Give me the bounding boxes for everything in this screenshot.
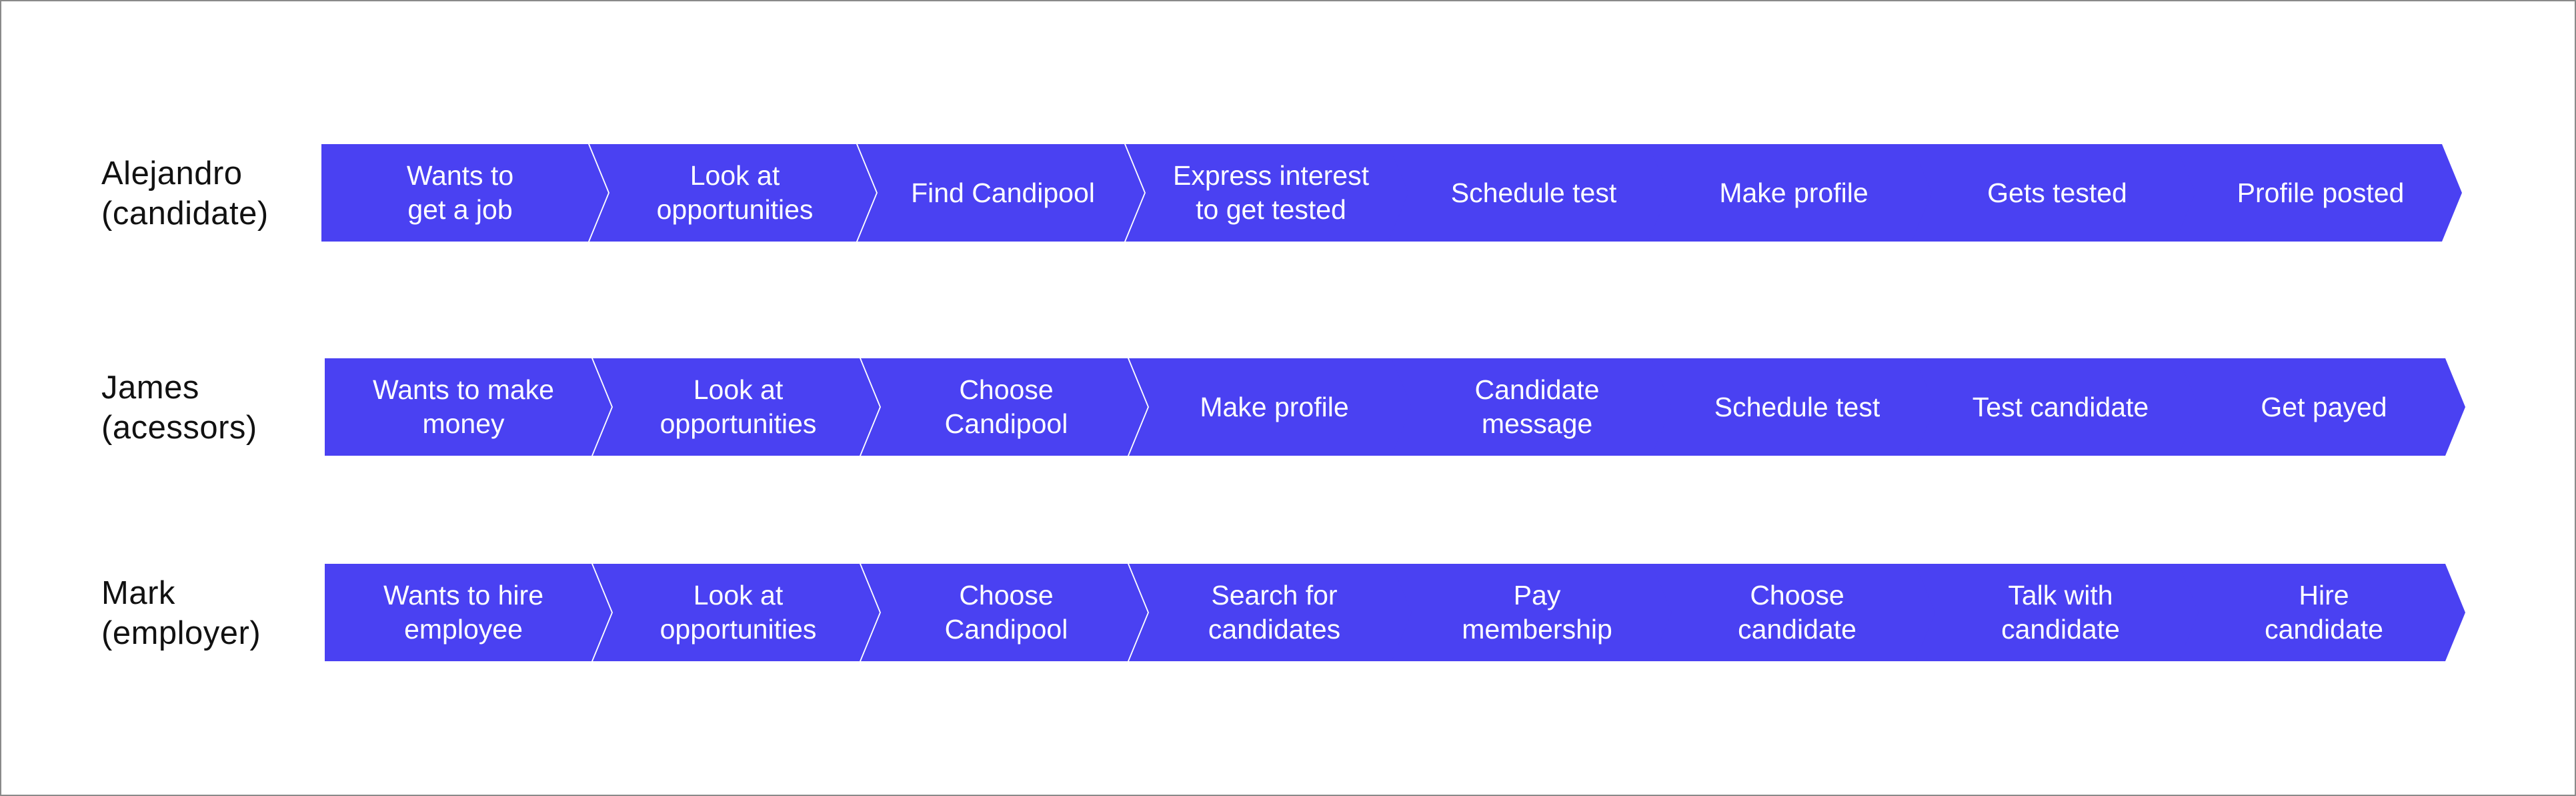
- lane-mark: Mark (employer) Wants to hire employee L…: [1, 564, 2576, 664]
- lane-james: James (acessors) Wants to make money Loo…: [1, 358, 2576, 458]
- step-label: Pay membership: [1462, 580, 1612, 645]
- journey-steps: Wants to hire employee Look at opportuni…: [325, 564, 2472, 664]
- lane-label: James (acessors): [101, 358, 257, 458]
- step-label: Test candidate: [1972, 391, 2149, 422]
- step-chevron: Choose Candipool: [861, 358, 1148, 456]
- lane-label: Alejandro (candidate): [101, 144, 269, 244]
- step-chevron: Profile posted: [2175, 144, 2462, 242]
- step-chevron: Make profile: [1129, 358, 1416, 456]
- lane-name: James (acessors): [101, 370, 257, 446]
- step-label: Look at opportunities: [660, 580, 817, 645]
- step-chevron: Schedule test: [1388, 144, 1675, 242]
- step-label: Schedule test: [1714, 391, 1880, 422]
- step-chevron: Choose candidate: [1652, 564, 1939, 661]
- step-label: Candidate message: [1474, 374, 1600, 439]
- step-label: Look at opportunities: [660, 374, 817, 439]
- step-label: Profile posted: [2237, 177, 2405, 208]
- step-chevron: Get payed: [2179, 358, 2465, 456]
- journey-steps: Wants to make money Look at opportunitie…: [325, 358, 2472, 458]
- step-label: Choose Candipool: [944, 580, 1068, 645]
- step-label: Make profile: [1719, 177, 1868, 208]
- step-chevron: Hire candidate: [2179, 564, 2465, 661]
- lane-name: Mark (employer): [101, 575, 261, 651]
- step-label: Wants to hire employee: [383, 580, 543, 645]
- step-chevron: Gets tested: [1912, 144, 2199, 242]
- step-chevron: Choose Candipool: [861, 564, 1148, 661]
- step-label: Search for candidates: [1208, 580, 1341, 645]
- lane-label: Mark (employer): [101, 564, 261, 664]
- journey-steps: Wants to get a job Look at opportunities…: [321, 144, 2469, 244]
- step-label: Talk with candidate: [2001, 580, 2120, 645]
- lane-alejandro: Alejandro (candidate) Wants to get a job…: [1, 144, 2576, 244]
- step-label: Choose Candipool: [944, 374, 1068, 439]
- step-chevron: Make profile: [1648, 144, 1935, 242]
- step-chevron: Express interest to get tested: [1126, 144, 1412, 242]
- lane-name: Alejandro (candidate): [101, 155, 269, 232]
- step-label: Express interest to get tested: [1173, 160, 1369, 225]
- step-chevron: Look at opportunities: [593, 358, 880, 456]
- step-chevron: Wants to make money: [325, 358, 611, 456]
- step-chevron: Look at opportunities: [589, 144, 876, 242]
- step-chevron: Talk with candidate: [1915, 564, 2202, 661]
- step-label: Gets tested: [1987, 177, 2127, 208]
- step-chevron: Search for candidates: [1129, 564, 1416, 661]
- step-chevron: Wants to hire employee: [325, 564, 611, 661]
- step-label: Find Candipool: [911, 177, 1095, 208]
- step-chevron: Candidate message: [1392, 358, 1678, 456]
- step-chevron: Find Candipool: [858, 144, 1144, 242]
- step-label: Choose candidate: [1738, 580, 1856, 645]
- step-chevron: Pay membership: [1392, 564, 1678, 661]
- step-label: Get payed: [2261, 391, 2387, 422]
- step-label: Hire candidate: [2265, 580, 2383, 645]
- step-label: Schedule test: [1450, 177, 1617, 208]
- step-chevron: Look at opportunities: [593, 564, 880, 661]
- step-label: Wants to make money: [373, 374, 554, 439]
- step-label: Wants to get a job: [406, 160, 514, 225]
- step-chevron: Test candidate: [1915, 358, 2202, 456]
- step-label: Look at opportunities: [656, 160, 814, 225]
- step-chevron: Schedule test: [1652, 358, 1939, 456]
- step-chevron: Wants to get a job: [321, 144, 608, 242]
- step-label: Make profile: [1200, 391, 1349, 422]
